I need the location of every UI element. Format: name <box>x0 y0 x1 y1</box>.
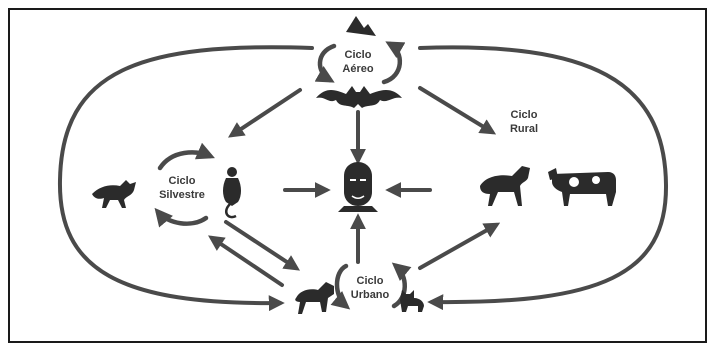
fox-icon <box>92 180 136 208</box>
arrow-aereo-to-silvestre <box>227 88 302 138</box>
horse-icon <box>480 166 530 206</box>
urbano-label-line2: Urbano <box>351 289 390 301</box>
silvestre-curl-bottom <box>154 207 209 228</box>
arrow-urbano-to-silvestre <box>208 235 284 287</box>
cycle-silvestre: Ciclo Silvestre <box>92 142 241 228</box>
bat-icon <box>316 86 402 108</box>
cat-icon <box>400 290 424 312</box>
aereo-curl-left <box>314 43 337 83</box>
cow-icon <box>548 168 616 206</box>
cycle-rural: Ciclo Rural <box>480 109 616 206</box>
cycle-urbano: Ciclo Urbano <box>295 262 424 314</box>
human-head-icon <box>338 162 378 212</box>
mountain-icon <box>346 16 376 36</box>
rural-label-line2: Rural <box>510 123 538 135</box>
monkey-icon <box>223 167 241 219</box>
urbano-label-line1: Ciclo <box>357 275 384 287</box>
aereo-curl-right <box>381 41 406 85</box>
silvestre-label-line2: Silvestre <box>159 189 205 201</box>
urbano-curl-left <box>330 263 351 310</box>
rural-label-line1: Ciclo <box>511 109 538 121</box>
outer-arc-right <box>418 45 669 311</box>
aereo-label-line2: Aéreo <box>342 63 373 75</box>
outer-arc-left <box>57 45 314 312</box>
dog-icon <box>295 282 334 314</box>
arrow-urbano-to-rural <box>418 222 501 270</box>
aereo-label-line1: Ciclo <box>345 49 372 61</box>
arrow-aereo-to-rural <box>418 86 497 135</box>
cycle-aereo: Ciclo Aéreo <box>314 16 406 108</box>
silvestre-label-line1: Ciclo <box>169 175 196 187</box>
arrow-silvestre-to-urbano <box>224 220 301 271</box>
urbano-curl-right <box>391 262 412 309</box>
silvestre-curl-top <box>157 142 215 171</box>
